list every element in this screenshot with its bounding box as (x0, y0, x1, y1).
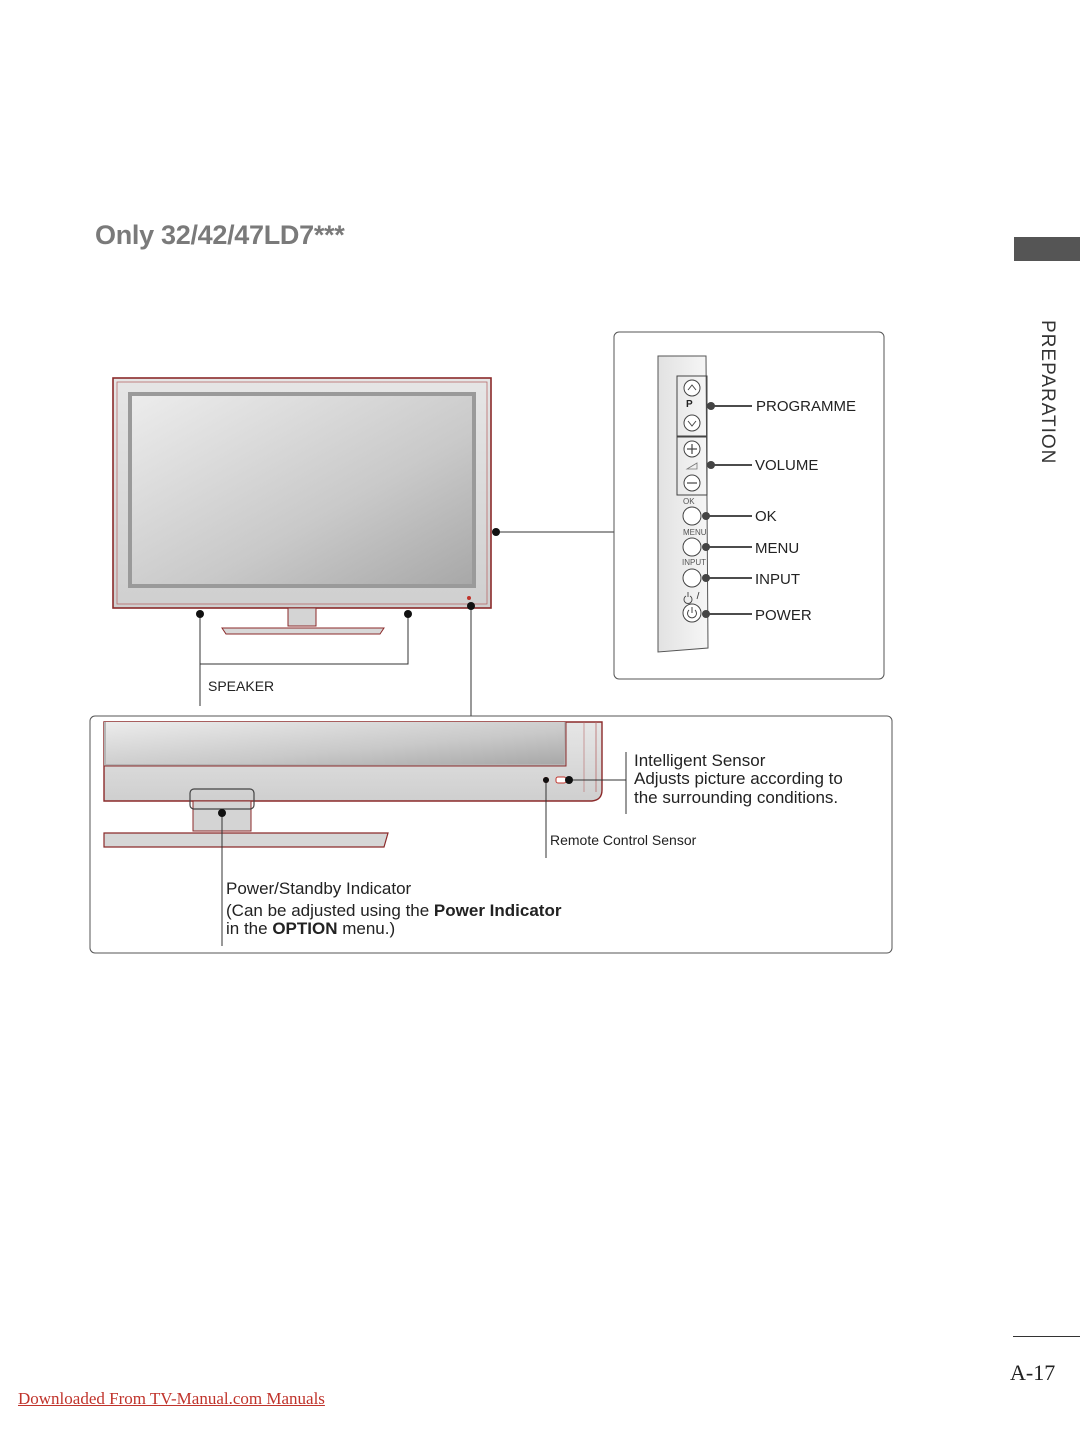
speaker-label: SPEAKER (208, 678, 275, 694)
input-glyph: INPUT (682, 558, 706, 567)
p-glyph: P (686, 399, 693, 410)
ok-glyph: OK (683, 497, 695, 506)
intelligent-sensor-desc-1: Adjusts picture according to (634, 769, 843, 788)
intelligent-sensor-desc-2: the surrounding conditions. (634, 788, 839, 807)
page-title: Only 32/42/47LD7*** (95, 220, 345, 250)
intelligent-sensor-title: Intelligent Sensor (634, 751, 766, 770)
footer-download-link[interactable]: Downloaded From TV-Manual.com Manuals (18, 1389, 325, 1408)
power-indicator-title: Power/Standby Indicator (226, 879, 412, 898)
tv-front-view (112, 377, 492, 635)
ok-label: OK (755, 508, 777, 525)
menu-glyph: MENU (683, 528, 707, 537)
page-number-rule (1013, 1336, 1080, 1337)
power-indicator-note-1: (Can be adjusted using the Power Indicat… (226, 901, 561, 920)
note2-prefix: in the (226, 919, 273, 938)
speaker-callout (199, 614, 409, 706)
programme-label: PROGRAMME (756, 398, 857, 415)
menu-label: MENU (755, 540, 800, 557)
note-bold-option: OPTION (272, 919, 338, 938)
tv-detail-view (103, 721, 603, 848)
power-indicator-note-2: in the OPTION menu.) (226, 919, 395, 938)
volume-label: VOLUME (755, 457, 819, 474)
section-tab (1014, 237, 1080, 261)
note-prefix: (Can be adjusted using the (226, 901, 434, 920)
input-label: INPUT (755, 571, 800, 588)
note-bold-power-indicator: Power Indicator (433, 901, 562, 920)
page-number: A-17 (1010, 1360, 1056, 1385)
remote-sensor-label: Remote Control Sensor (550, 832, 697, 848)
note2-suffix: menu.) (337, 919, 396, 938)
power-label: POWER (755, 607, 812, 624)
